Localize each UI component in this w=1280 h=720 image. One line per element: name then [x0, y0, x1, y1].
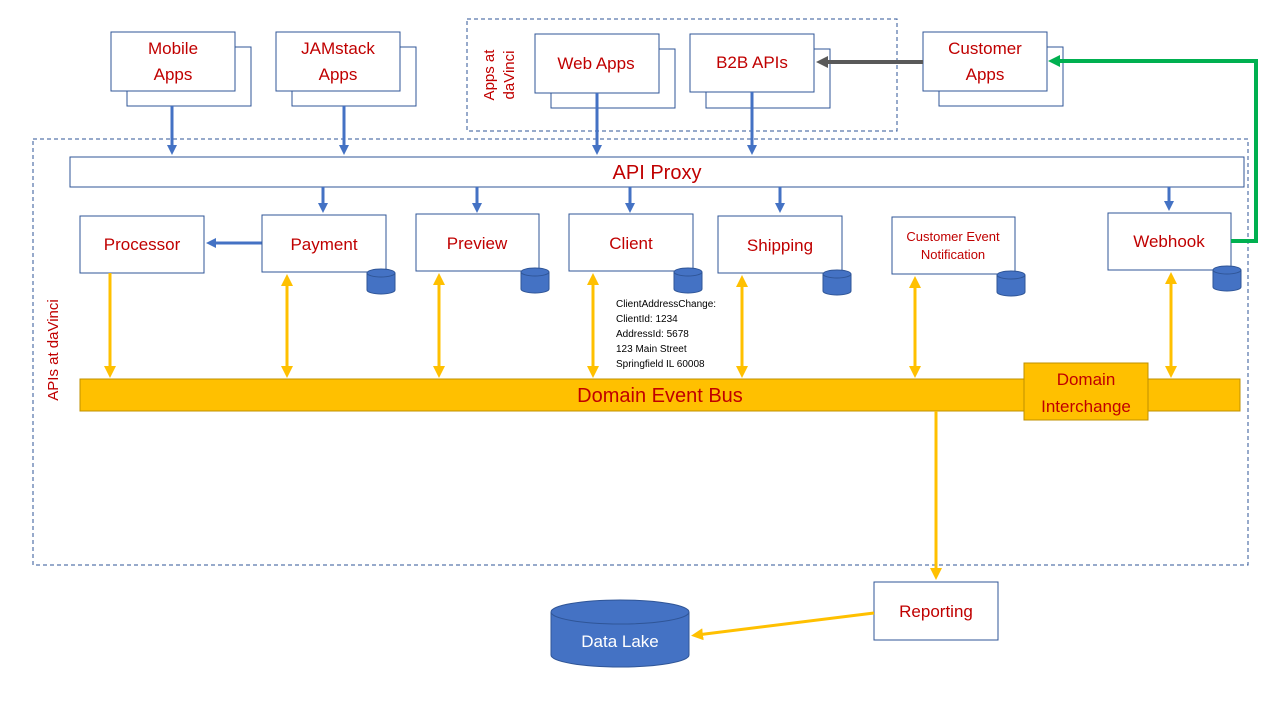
webhook-label: Webhook [1133, 232, 1205, 251]
apis-at-davinci-boundary [32, 138, 1249, 566]
payment-label: Payment [290, 235, 357, 254]
client-label: Client [609, 234, 653, 253]
reporting-to-datalake-arrow [691, 611, 875, 641]
b2b-apis-label: B2B APIs [716, 53, 788, 72]
mobile-apps-line1: Mobile [148, 39, 198, 58]
preview-label: Preview [447, 234, 508, 253]
jamstack-apps-box: JAMstack Apps [275, 31, 417, 107]
domain-interchange-line2: Interchange [1041, 397, 1131, 416]
reporting-box [873, 581, 999, 641]
shipping-db-icon [822, 269, 852, 296]
domain-event-bus-label: Domain Event Bus [577, 385, 743, 407]
notification-db-icon [996, 270, 1026, 297]
event-note-line5: Springfield IL 60008 [616, 359, 705, 370]
web-apps-label: Web Apps [557, 54, 634, 73]
preview-db-icon [520, 267, 550, 294]
jamstack-apps-line1: JAMstack [301, 39, 375, 58]
customer-event-notification-service: Customer Event Notification [891, 216, 1016, 275]
apps-boundary-label-line2: daVinci [501, 51, 518, 100]
b2b-apis-box: B2B APIs [689, 33, 831, 109]
api-proxy-label: API Proxy [613, 162, 702, 184]
webhook-to-customer-arrow [1048, 55, 1258, 243]
api-proxy-bar [69, 156, 1245, 188]
jamstack-apps-line2: Apps [319, 65, 358, 84]
payment-service: Payment [261, 214, 387, 273]
payment-db-icon [366, 268, 396, 295]
processor-label: Processor [104, 235, 181, 254]
webhook-db-icon [1212, 265, 1242, 292]
reporting-label: Reporting [899, 602, 973, 621]
client-service: Client [568, 213, 694, 272]
event-note-line4: 123 Main Street [616, 344, 687, 355]
apps-boundary-label-line1: Apps at [481, 49, 498, 101]
domain-interchange-line1: Domain [1057, 370, 1116, 389]
customer-apps-line1: Customer [948, 39, 1022, 58]
mobile-apps-box: Mobile Apps [110, 31, 252, 107]
data-lake-label: Data Lake [581, 632, 659, 651]
customer-apps-line2: Apps [966, 65, 1005, 84]
data-lake-icon [550, 599, 690, 668]
client-db-icon [673, 267, 703, 294]
preview-service: Preview [415, 213, 540, 272]
event-note-line3: AddressId: 5678 [616, 329, 689, 340]
web-apps-box: Web Apps [534, 33, 676, 109]
shipping-service: Shipping [717, 215, 843, 274]
apis-boundary-label: APIs at daVinci [45, 299, 62, 400]
event-note-line1: ClientAddressChange: [616, 299, 716, 310]
mobile-apps-line2: Apps [154, 65, 193, 84]
customer-apps-box: Customer Apps [922, 31, 1064, 107]
event-note-line2: ClientId: 1234 [616, 314, 678, 325]
apps-at-davinci-boundary [466, 18, 898, 132]
domain-interchange-box [1023, 362, 1149, 421]
notification-line2: Notification [921, 247, 985, 262]
processor-service: Processor [79, 215, 205, 274]
client-event-note: ClientAddressChange: ClientId: 1234 Addr… [616, 299, 716, 370]
notification-line1: Customer Event [906, 229, 1000, 244]
webhook-service: Webhook [1107, 212, 1232, 271]
shipping-label: Shipping [747, 236, 813, 255]
